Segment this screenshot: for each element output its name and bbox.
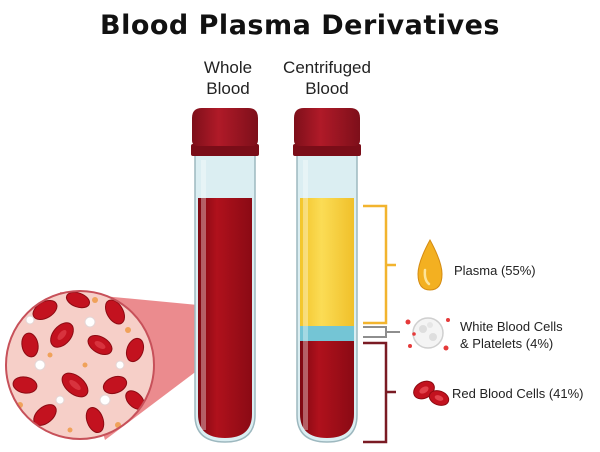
plasma-bracket xyxy=(363,204,396,325)
whole-blood-label-line2: Blood xyxy=(206,79,250,98)
whole-blood-label-line1: Whole xyxy=(203,58,253,77)
magnifier-circle xyxy=(5,290,155,440)
whole-blood-fill xyxy=(198,198,252,438)
centrifuged-blood-label-line1: Centrifuged xyxy=(283,58,371,77)
rbc-bracket xyxy=(363,341,396,444)
centrifuged-blood-cap xyxy=(294,108,360,146)
page-title: Blood Plasma Derivatives xyxy=(99,10,500,41)
rbc-cells-icon xyxy=(413,380,450,406)
red-cell-layer xyxy=(300,341,354,438)
plasma-layer xyxy=(300,198,354,326)
legend-plasma: Plasma (55%) xyxy=(454,263,536,278)
centrifuged-blood-label-line2: Blood xyxy=(305,79,349,98)
legend-wbc-line1: White Blood Cells xyxy=(460,319,563,334)
whole-blood-label: Whole Blood xyxy=(186,57,270,99)
wbc-bracket xyxy=(363,326,400,338)
centrifuged-blood-tube xyxy=(293,108,361,443)
whole-blood-tube xyxy=(191,108,259,443)
centrifuged-blood-label: Centrifuged Blood xyxy=(268,57,386,99)
legend-rbc: Red Blood Cells (41%) xyxy=(452,386,584,401)
legend-wbc-line2: & Platelets (4%) xyxy=(460,336,554,351)
wbc-cell-icon xyxy=(405,317,450,351)
droplet-icon xyxy=(417,238,443,291)
legend-wbc: White Blood Cells & Platelets (4%) xyxy=(460,318,563,352)
whole-blood-cap xyxy=(192,108,258,146)
buffy-coat-layer xyxy=(300,326,354,341)
